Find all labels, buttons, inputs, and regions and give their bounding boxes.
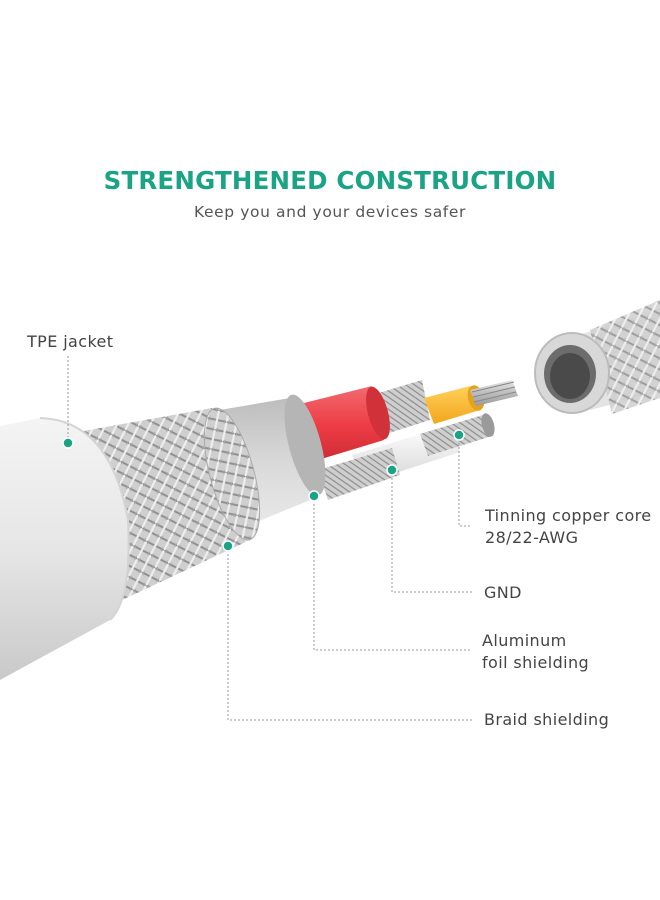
page-subtitle: Keep you and your devices safer <box>194 203 466 221</box>
leader-core <box>458 435 472 527</box>
label-tpe-jacket: TPE jacket <box>27 332 114 351</box>
leader-gnd <box>391 470 472 593</box>
label-aluminum-line2: foil shielding <box>482 653 590 672</box>
marker-dot-tpe <box>62 437 74 449</box>
label-tinning-core-line2: 28/22-AWG <box>485 528 579 547</box>
marker-dot-gnd <box>386 464 398 476</box>
marker-dots <box>62 429 465 552</box>
yellow-core <box>470 380 518 406</box>
connector-end <box>534 300 660 414</box>
strand-bundle-lower <box>318 448 400 500</box>
marker-dot-braid <box>222 540 234 552</box>
marker-dot-foil <box>308 490 320 502</box>
jacket-layer <box>0 418 129 680</box>
leader-foil <box>313 496 472 651</box>
label-gnd: GND <box>484 583 522 602</box>
label-tinning-core-line1: Tinning copper core <box>485 506 652 525</box>
marker-dot-core <box>453 429 465 441</box>
label-aluminum-line1: Aluminum <box>482 631 567 650</box>
page-title: STRENGTHENED CONSTRUCTION <box>103 166 557 195</box>
inner-wires <box>284 380 518 500</box>
label-braid-shielding: Braid shielding <box>484 710 610 729</box>
yellow-wire <box>424 386 480 424</box>
leader-lines <box>67 356 472 721</box>
leader-braid <box>227 546 472 721</box>
